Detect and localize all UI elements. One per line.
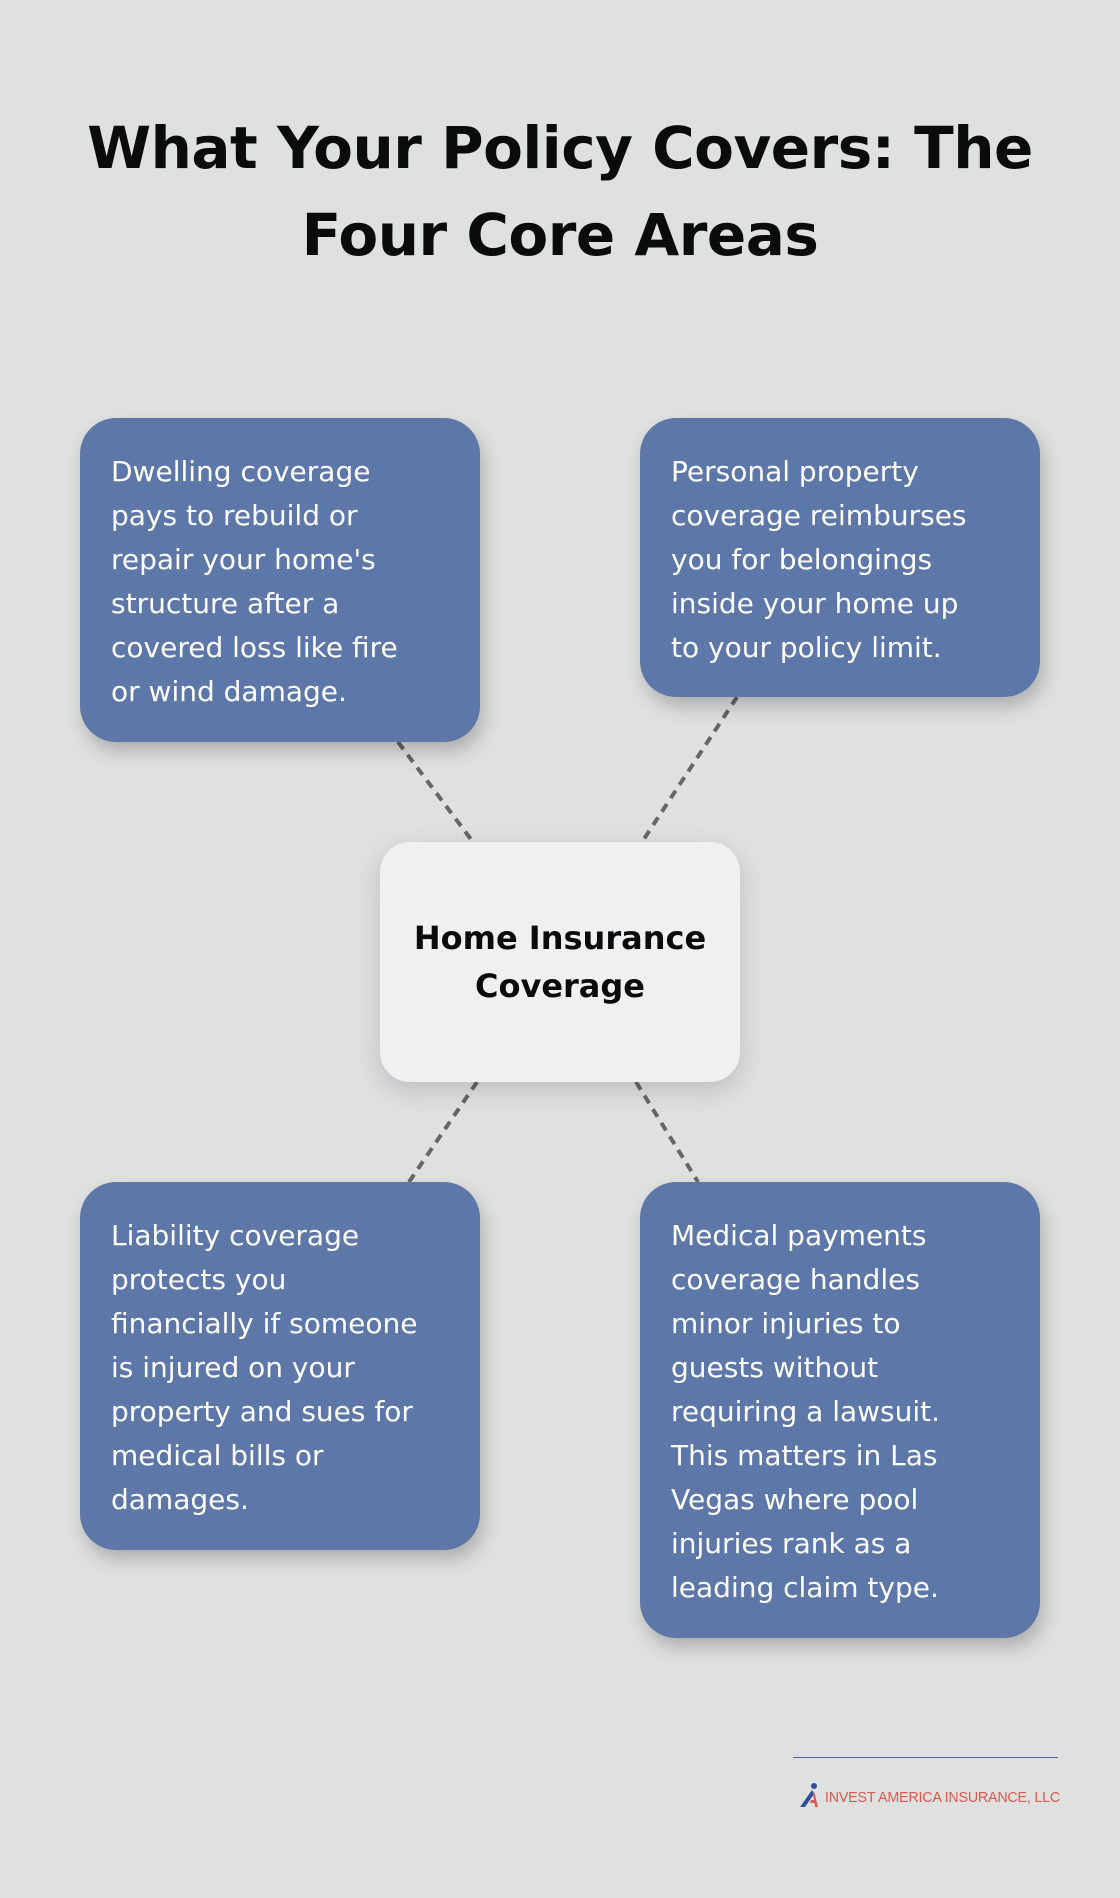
- connector-liability: [407, 1080, 479, 1184]
- title-line-1: What Your Policy Covers: The: [87, 114, 1033, 182]
- card-text-line: Dwelling coverage: [111, 455, 371, 488]
- footer-divider: [793, 1757, 1058, 1758]
- card-text-line: medical bills or: [111, 1439, 324, 1472]
- card-text-line: you for belongings: [671, 543, 933, 576]
- connector-personal-property: [640, 695, 739, 844]
- center-node-line-2: Coverage: [474, 967, 645, 1005]
- card-text-line: requiring a lawsuit.: [671, 1395, 941, 1428]
- card-text-line: Personal property: [671, 455, 919, 488]
- card-text-line: to your policy limit.: [671, 631, 942, 664]
- card-liability-coverage: Liability coverage protects you financia…: [80, 1182, 480, 1550]
- brand-name: INVEST AMERICA INSURANCE, LLC: [825, 1788, 1060, 1806]
- card-text-line: repair your home's: [111, 543, 376, 576]
- card-text-line: property and sues for: [111, 1395, 413, 1428]
- card-text-line: inside your home up: [671, 587, 959, 620]
- card-text-line: damages.: [111, 1483, 249, 1516]
- card-text-line: is injured on your: [111, 1351, 355, 1384]
- page-title: What Your Policy Covers: The Four Core A…: [0, 105, 1120, 279]
- card-text-line: structure after a: [111, 587, 340, 620]
- card-text-line: injuries rank as a: [671, 1527, 912, 1560]
- card-text-line: Vegas where pool: [671, 1483, 919, 1516]
- card-dwelling-coverage: Dwelling coverage pays to rebuild or rep…: [80, 418, 480, 742]
- connector-medical-payments: [634, 1080, 700, 1184]
- card-text-line: guests without: [671, 1351, 879, 1384]
- card-text-line: financially if someone: [111, 1307, 418, 1340]
- card-text-line: This matters in Las: [671, 1439, 938, 1472]
- card-text-line: or wind damage.: [111, 675, 347, 708]
- card-text-line: minor injuries to: [671, 1307, 901, 1340]
- title-line-2: Four Core Areas: [301, 201, 819, 269]
- card-text-line: coverage handles: [671, 1263, 920, 1296]
- center-node-home-insurance-coverage: Home Insurance Coverage: [380, 842, 740, 1082]
- card-text-line: covered loss like fire: [111, 631, 398, 664]
- card-personal-property-coverage: Personal property coverage reimburses yo…: [640, 418, 1040, 697]
- invest-america-logo-icon: [797, 1782, 823, 1812]
- card-medical-payments-coverage: Medical payments coverage handles minor …: [640, 1182, 1040, 1638]
- card-text-line: pays to rebuild or: [111, 499, 358, 532]
- card-text-line: leading claim type.: [671, 1571, 939, 1604]
- card-text-line: coverage reimburses: [671, 499, 967, 532]
- card-text-line: protects you: [111, 1263, 287, 1296]
- card-text-line: Liability coverage: [111, 1219, 360, 1252]
- center-node-line-1: Home Insurance: [413, 919, 707, 957]
- brand-logo: INVEST AMERICA INSURANCE, LLC: [797, 1782, 1072, 1812]
- card-text-line: Medical payments: [671, 1219, 927, 1252]
- connector-dwelling: [396, 740, 475, 844]
